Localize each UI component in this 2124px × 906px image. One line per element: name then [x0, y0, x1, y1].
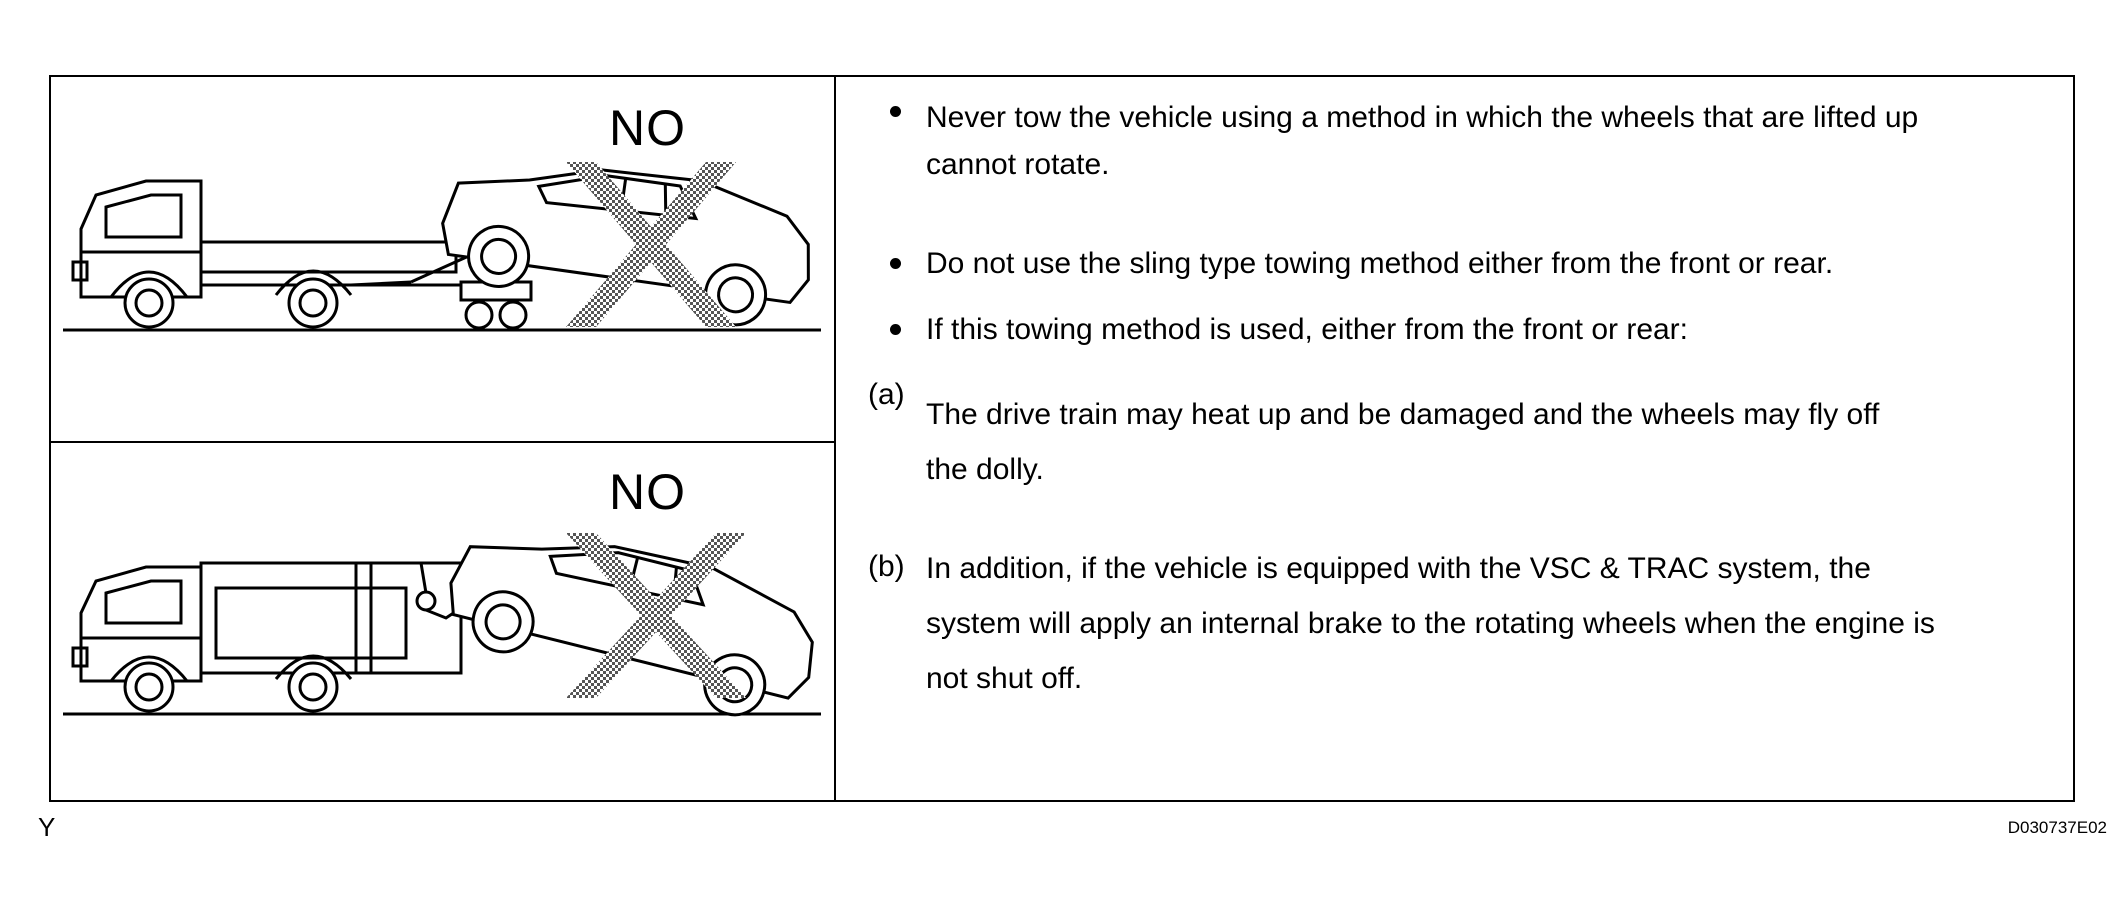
dolly-towing-illustration	[63, 162, 821, 332]
prohibited-x-mark	[566, 533, 746, 698]
sub-item-marker: (b)	[868, 550, 905, 583]
bullet-text-line: cannot rotate.	[926, 148, 1110, 181]
prohibited-x-mark	[566, 162, 736, 327]
sling-towing-illustration	[63, 533, 821, 717]
towed-car	[441, 168, 810, 327]
sub-item-text-line: the dolly.	[926, 453, 1044, 486]
figure-id: D030737E02	[2007, 818, 2107, 837]
bullet-text-line: Never tow the vehicle using a method in …	[926, 101, 1919, 134]
sub-item-text-line: The drive train may heat up and be damag…	[926, 398, 1880, 431]
sub-item: The drive train may heat up and be damag…	[926, 387, 2056, 497]
panel-dolly-towing: NO	[51, 77, 834, 441]
bullet-item: If this towing method is used, either fr…	[926, 306, 2056, 353]
panel-sling-towing: NO	[51, 443, 834, 800]
bullet-text-line: If this towing method is used, either fr…	[926, 313, 1689, 346]
tow-truck	[71, 179, 472, 329]
panel-divider	[49, 441, 836, 443]
no-label: NO	[609, 464, 686, 520]
bullet-text-line: Do not use the sling type towing method …	[926, 247, 1834, 280]
no-label: NO	[609, 100, 686, 156]
column-divider	[834, 75, 836, 802]
bullet-dot	[890, 258, 901, 269]
footer-left-label: Y	[38, 812, 56, 842]
bullet-dot	[890, 324, 901, 335]
tow-truck	[71, 561, 463, 713]
sub-item-text-line: system will apply an internal brake to t…	[926, 607, 1935, 640]
towed-car	[449, 545, 814, 717]
bullet-item: Never tow the vehicle using a method in …	[926, 94, 2056, 188]
sub-item-text-line: In addition, if the vehicle is equipped …	[926, 552, 1871, 585]
diagram-frame	[49, 75, 2075, 802]
sub-item: In addition, if the vehicle is equipped …	[926, 541, 2056, 706]
sub-item-text-line: not shut off.	[926, 662, 1083, 695]
sub-item-marker: (a)	[868, 378, 905, 411]
bullet-dot	[890, 106, 901, 117]
bullet-item: Do not use the sling type towing method …	[926, 240, 2056, 287]
